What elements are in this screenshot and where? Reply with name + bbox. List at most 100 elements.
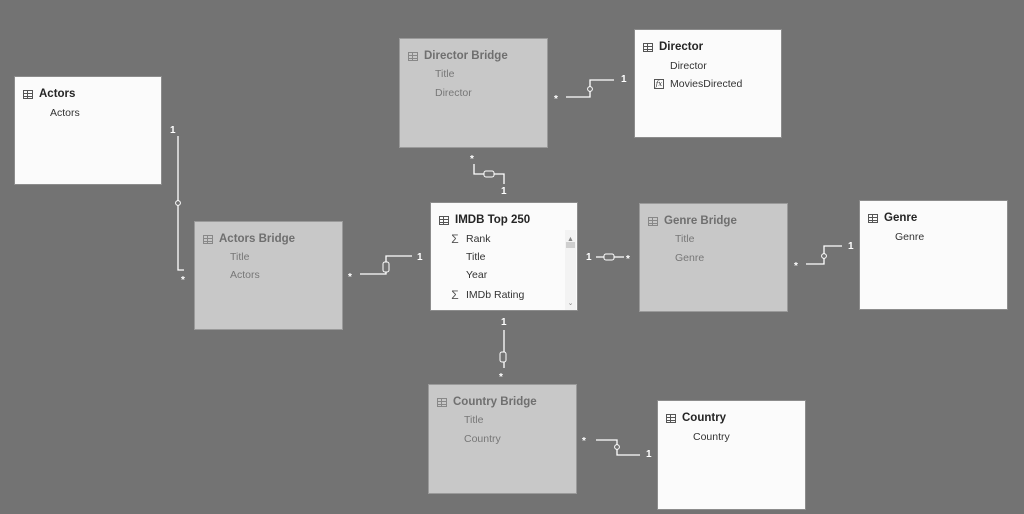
relationship-imdb-to-genre-bridge[interactable]: 1 * xyxy=(586,252,630,265)
table-header: Director Bridge xyxy=(408,48,508,64)
table-icon xyxy=(648,216,658,226)
table-icon xyxy=(23,89,33,99)
table-title: Actors Bridge xyxy=(219,233,296,245)
field-label: Genre xyxy=(895,231,925,243)
table-country-bridge[interactable]: Country Bridge Title Country xyxy=(428,384,577,494)
cardinality-one: 1 xyxy=(646,449,652,460)
relationship-country-bridge-to-country[interactable]: * 1 xyxy=(582,436,652,460)
field-movies-directed[interactable]: fx MoviesDirected xyxy=(654,78,742,90)
table-genre-bridge[interactable]: Genre Bridge Title Genre xyxy=(639,203,788,312)
field-country[interactable]: Country xyxy=(464,433,501,445)
calculated-column-icon: fx xyxy=(654,79,664,89)
table-title: IMDB Top 250 xyxy=(455,214,531,226)
cardinality-many: * xyxy=(554,94,558,105)
table-imdb-top-250[interactable]: IMDB Top 250 Σ Rank Title Year Σ IMDb Ra… xyxy=(430,202,578,311)
table-icon xyxy=(203,234,213,244)
field-title[interactable]: Title xyxy=(675,233,694,245)
table-icon xyxy=(868,213,878,223)
table-icon xyxy=(408,51,418,61)
cardinality-one: 1 xyxy=(170,125,176,136)
field-label: MoviesDirected xyxy=(670,78,743,90)
table-genre[interactable]: Genre Genre xyxy=(859,200,1008,310)
field-title[interactable]: Title xyxy=(435,68,454,80)
relationship-director-bridge-to-imdb[interactable]: * 1 xyxy=(470,154,507,197)
field-director[interactable]: Director xyxy=(435,87,472,99)
field-label: Title xyxy=(230,251,250,263)
field-label: Genre xyxy=(675,252,705,264)
field-label: Rank xyxy=(466,233,491,245)
field-actors[interactable]: Actors xyxy=(230,269,260,281)
field-label: Title xyxy=(435,68,455,80)
field-label: Country xyxy=(693,431,730,443)
field-genre[interactable]: Genre xyxy=(675,252,704,264)
cardinality-many: * xyxy=(348,272,352,283)
relationship-genre-bridge-to-genre[interactable]: * 1 xyxy=(794,241,854,272)
table-icon xyxy=(666,413,676,423)
table-header: Actors xyxy=(23,86,75,102)
table-title: Director Bridge xyxy=(424,50,508,62)
table-title: Genre Bridge xyxy=(664,215,737,227)
field-rank[interactable]: Σ Rank xyxy=(450,232,491,246)
table-header: IMDB Top 250 xyxy=(439,212,530,228)
field-label: Actors xyxy=(50,107,80,119)
field-label: Director xyxy=(670,60,707,72)
table-header: Country xyxy=(666,410,726,426)
field-title[interactable]: Title xyxy=(466,251,485,263)
field-label: Title xyxy=(464,414,484,426)
table-title: Country Bridge xyxy=(453,396,537,408)
field-title[interactable]: Title xyxy=(464,414,483,426)
relationship-actors-bridge-to-imdb[interactable]: * 1 xyxy=(348,252,423,283)
table-header: Genre Bridge xyxy=(648,213,737,229)
field-label: Year xyxy=(466,269,488,281)
cardinality-one: 1 xyxy=(501,317,507,328)
relationship-actors-to-actors-bridge[interactable]: 1 * xyxy=(170,125,185,286)
field-actors[interactable]: Actors xyxy=(50,107,80,119)
field-year[interactable]: Year xyxy=(466,269,487,281)
relationship-imdb-to-country-bridge[interactable]: 1 * xyxy=(499,317,507,383)
scroll-thumb[interactable] xyxy=(566,242,575,248)
field-genre[interactable]: Genre xyxy=(895,231,924,243)
field-label: Country xyxy=(464,433,501,445)
relationship-director-bridge-to-director[interactable]: * 1 xyxy=(554,74,627,105)
cardinality-many: * xyxy=(626,254,630,265)
cardinality-one: 1 xyxy=(417,252,423,263)
field-title[interactable]: Title xyxy=(230,251,249,263)
cardinality-many: * xyxy=(181,275,185,286)
table-icon xyxy=(437,397,447,407)
table-icon xyxy=(439,215,449,225)
field-country[interactable]: Country xyxy=(693,431,730,443)
table-header: Genre xyxy=(868,210,917,226)
table-country[interactable]: Country Country xyxy=(657,400,806,510)
table-header: Actors Bridge xyxy=(203,231,295,247)
cardinality-one: 1 xyxy=(848,241,854,252)
table-director[interactable]: Director Director fx MoviesDirected xyxy=(634,29,782,138)
cardinality-one: 1 xyxy=(586,252,592,263)
table-header: Director xyxy=(643,39,703,55)
table-title: Country xyxy=(682,412,727,424)
field-imdb-rating[interactable]: Σ IMDb Rating xyxy=(450,288,524,302)
sum-icon: Σ xyxy=(451,232,459,246)
field-label: Actors xyxy=(230,269,260,281)
table-actors[interactable]: Actors Actors xyxy=(14,76,162,185)
field-director[interactable]: Director xyxy=(670,60,707,72)
field-label: Title xyxy=(675,233,695,245)
cardinality-one: 1 xyxy=(501,186,507,197)
cardinality-one: 1 xyxy=(621,74,627,85)
scroll-up-icon[interactable]: ▲ xyxy=(567,236,574,243)
table-actors-bridge[interactable]: Actors Bridge Title Actors xyxy=(194,221,343,330)
table-header: Country Bridge xyxy=(437,394,537,410)
cardinality-many: * xyxy=(499,372,503,383)
table-icon xyxy=(643,42,653,52)
cardinality-many: * xyxy=(582,436,586,447)
chevron-down-icon[interactable]: ⌄ xyxy=(567,300,574,307)
cardinality-many: * xyxy=(470,154,474,165)
table-director-bridge[interactable]: Director Bridge Title Director xyxy=(399,38,548,148)
field-label: Director xyxy=(435,87,472,99)
field-label: Title xyxy=(466,251,486,263)
table-title: Genre xyxy=(884,212,918,224)
table-title: Director xyxy=(659,41,704,53)
field-list-scrollbar[interactable]: ▲ ⌄ xyxy=(565,230,576,310)
cardinality-many: * xyxy=(794,261,798,272)
